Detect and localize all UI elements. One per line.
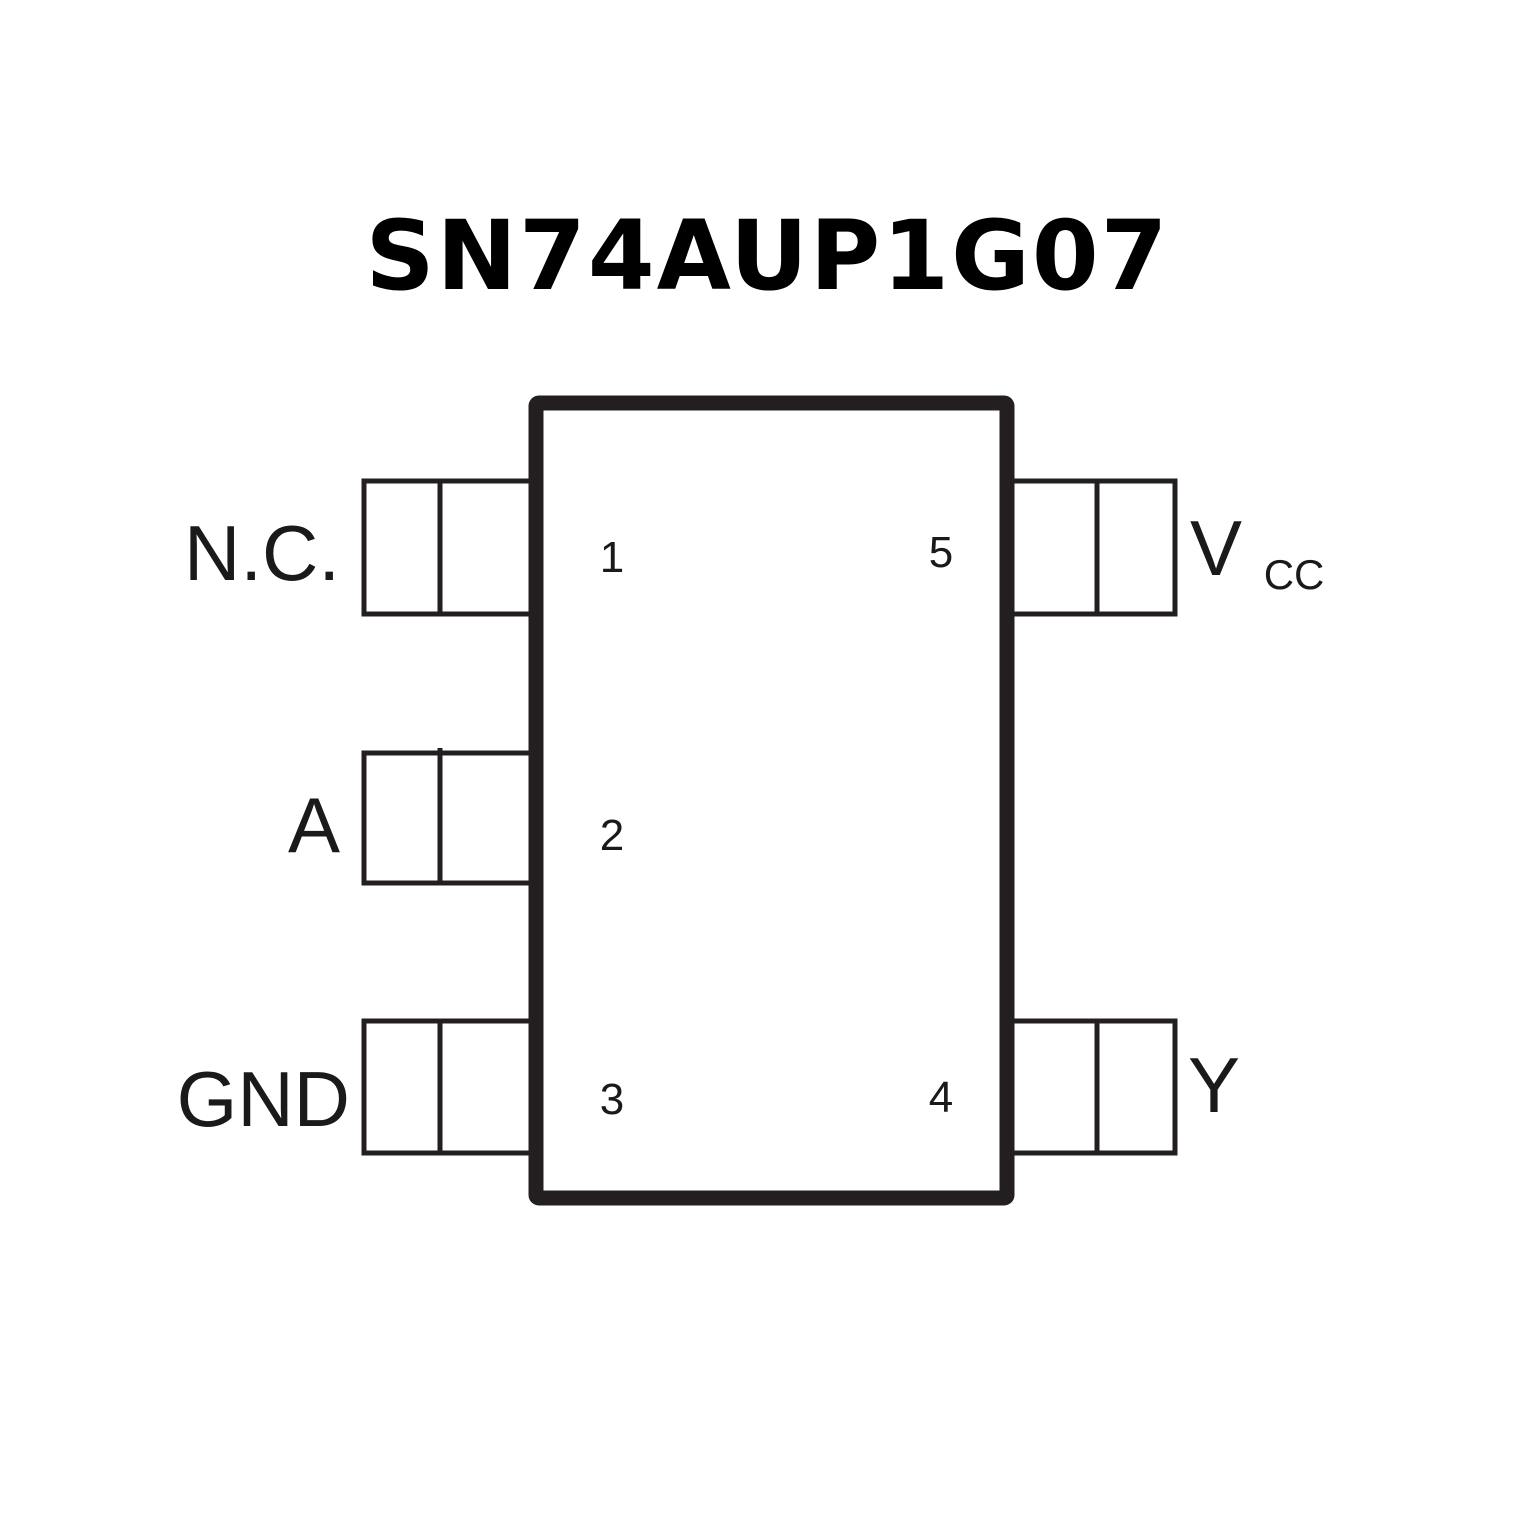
pin-5-label: V CC: [1190, 504, 1324, 598]
chip-body: [528, 395, 1015, 1206]
pin-1-label: N.C.: [184, 509, 340, 597]
pin-3-pad: [361, 1018, 537, 1156]
pin-2-pad: [361, 748, 537, 886]
chip-title: SN74AUP1G07: [365, 200, 1170, 312]
pin-2-number: 2: [600, 811, 624, 860]
pin-5-label-main: V: [1190, 504, 1242, 592]
pin-3-label: GND: [177, 1055, 350, 1143]
pin-4-label: Y: [1188, 1041, 1240, 1129]
pin-5-number: 5: [929, 528, 953, 577]
pin-4-pad: [1002, 1018, 1178, 1156]
pin-5-label-subscript: CC: [1264, 551, 1325, 598]
pin-3-number: 3: [600, 1075, 624, 1124]
pin-1-number: 1: [600, 533, 624, 582]
pin-4-number: 4: [929, 1073, 953, 1122]
pin-5-pad: [1002, 478, 1178, 617]
pin-1-pad: [361, 478, 537, 617]
pin-2-label: A: [288, 781, 340, 869]
